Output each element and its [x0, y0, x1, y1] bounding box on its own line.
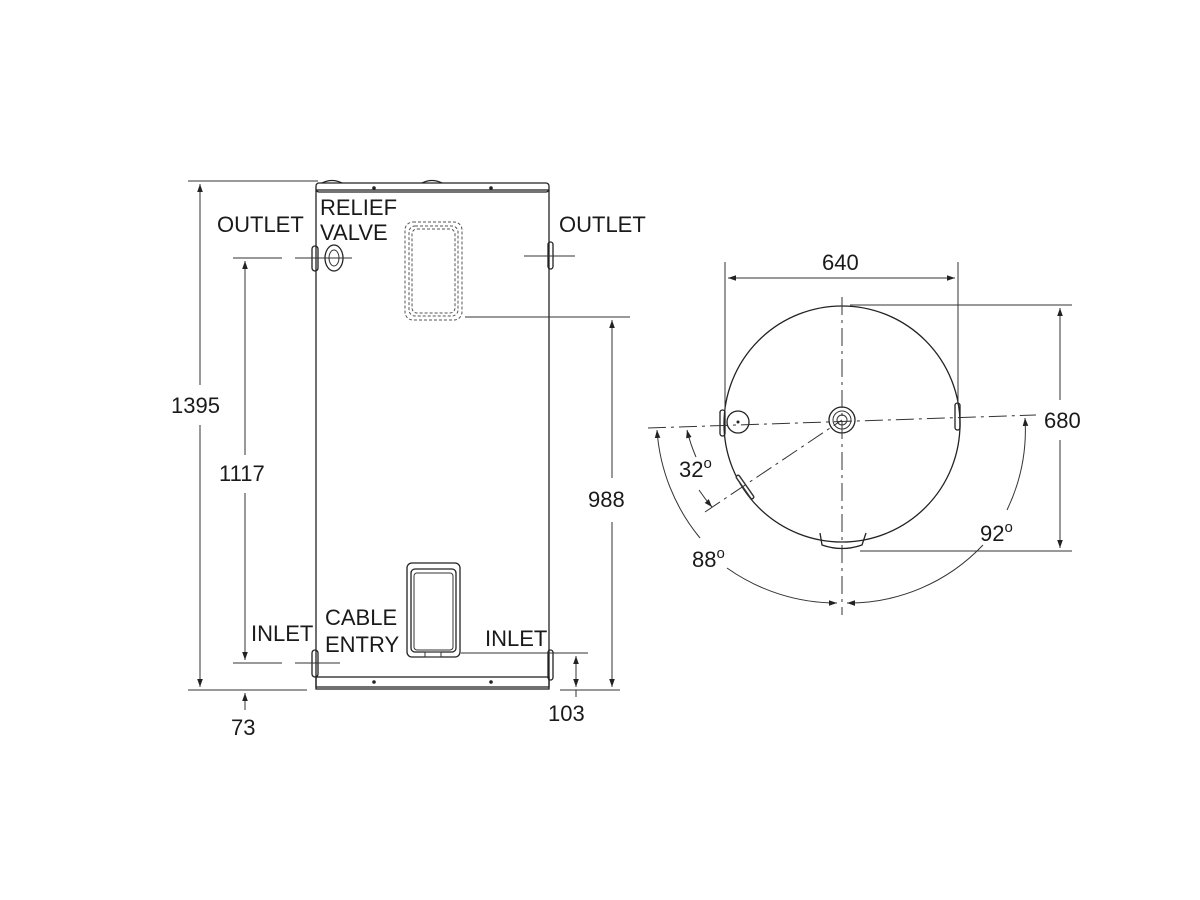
dim-outlet-height: 1117 [219, 461, 265, 486]
dim-inlet-right-height: 103 [548, 701, 585, 726]
top-view: 640 680 32o 88o 92o [647, 250, 1081, 615]
tank-top-cap [315, 182, 550, 193]
dim-depth: 680 [1044, 408, 1081, 433]
inlet-right-label: INLET [485, 626, 547, 651]
angle-88: 88o [692, 545, 725, 572]
element-cover-hidden [404, 221, 463, 321]
dim-inlet-left-height: 73 [231, 715, 255, 740]
tank-body [315, 189, 550, 688]
dim-overall-height: 1395 [171, 393, 220, 418]
cable-entry-label-2: ENTRY [325, 632, 399, 657]
cable-entry-label-1: CABLE [325, 605, 397, 630]
inlet-left-label: INLET [251, 621, 313, 646]
outlet-left-label: OUTLET [217, 212, 304, 237]
relief-port-icon [726, 410, 750, 434]
inlet-right-fitting [547, 649, 554, 681]
dim-width: 640 [822, 250, 859, 275]
tank-base [315, 676, 550, 690]
angle-92: 92o [980, 519, 1013, 546]
angle-32: 32o [679, 455, 712, 482]
relief-valve-label-2: VALVE [320, 220, 388, 245]
dim-element-height: 988 [588, 487, 625, 512]
relief-valve-label-1: RELIEF [320, 195, 397, 220]
front-view: OUTLET RELIEF VALVE OUTLET CABLE ENTRY I… [171, 179, 646, 740]
outlet-right-label: OUTLET [559, 212, 646, 237]
cable-entry-box [406, 562, 461, 658]
